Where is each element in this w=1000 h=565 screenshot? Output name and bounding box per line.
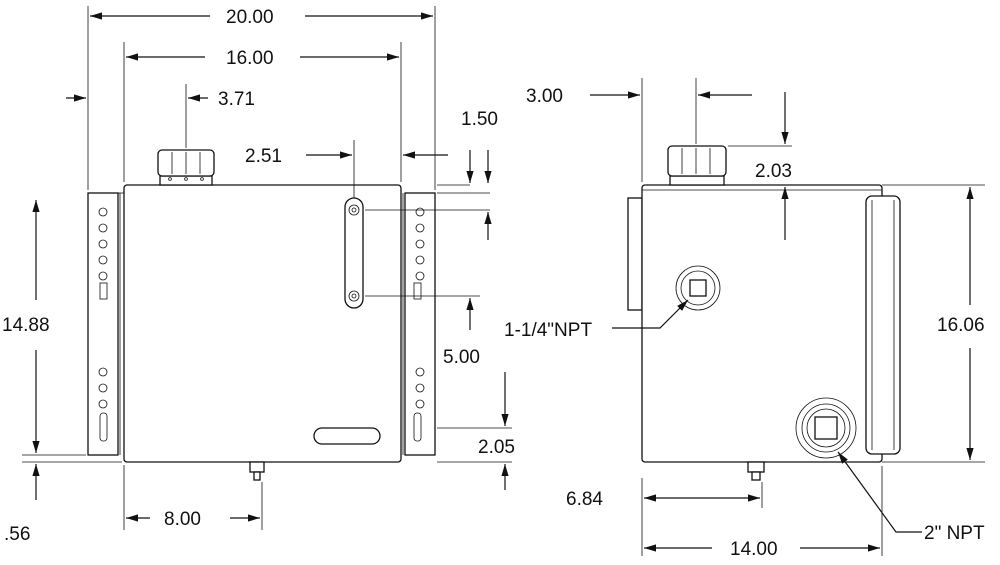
filler-cap-side [667, 145, 727, 186]
dim-3-00: 3.00 [526, 86, 563, 107]
dim-2-51: 2.51 [245, 146, 282, 167]
left-mount-bracket [87, 192, 124, 456]
label-port-large: 2" NPT [924, 523, 985, 544]
right-mount-bracket [402, 192, 436, 456]
sight-gauge [344, 197, 364, 309]
side-view: 3.00 2.03 1-1/4"NPT 16.06 6.84 14.00 2" … [504, 78, 985, 560]
front-view: 20.00 16.00 3.71 2.51 1.50 14.88 5.00 2.… [2, 6, 515, 545]
dim-3-71: 3.71 [218, 89, 255, 110]
dim-14-88: 14.88 [2, 315, 50, 336]
dim-5-00: 5.00 [443, 347, 480, 368]
dim-2-03: 2.03 [755, 161, 792, 182]
bottom-slot [313, 427, 381, 445]
side-flange [627, 197, 643, 311]
label-port-small: 1-1/4"NPT [504, 320, 592, 341]
dim-16-00: 16.00 [226, 48, 274, 69]
tank-body-side [641, 184, 883, 463]
dim-1-50: 1.50 [461, 109, 498, 130]
drain-plug-front [249, 461, 265, 481]
dim-6-84: 6.84 [566, 489, 603, 510]
side-dimensions [590, 78, 985, 556]
dim-2-05: 2.05 [478, 437, 515, 458]
dim-14-00: 14.00 [730, 539, 778, 560]
dim-0-56: .56 [4, 524, 30, 545]
dim-20-00: 20.00 [226, 7, 274, 28]
side-mount-bracket [865, 195, 901, 455]
dim-16-06: 16.06 [937, 315, 985, 336]
port-large [795, 397, 857, 459]
drain-plug-side [747, 461, 765, 481]
dim-8-00: 8.00 [164, 509, 201, 530]
front-dimensions [22, 6, 512, 530]
filler-cap-front [157, 149, 215, 186]
port-small [675, 265, 721, 311]
